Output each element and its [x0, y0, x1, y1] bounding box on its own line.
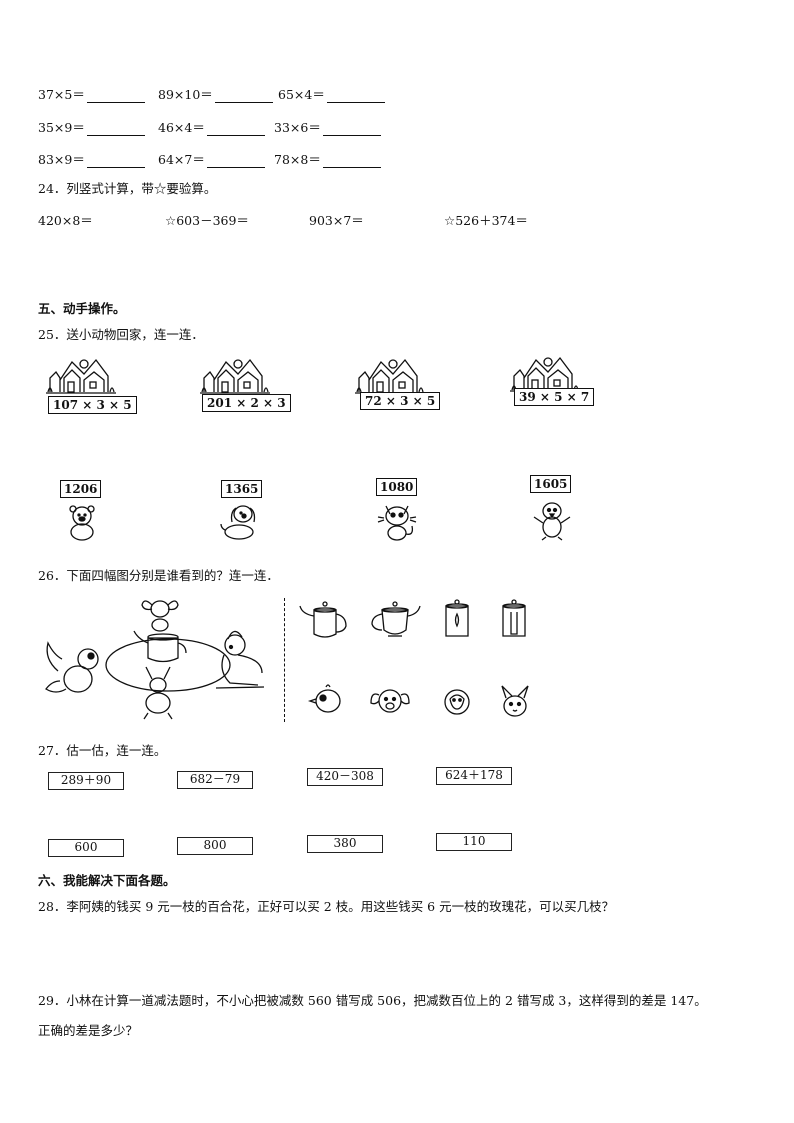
chick-icon[interactable] [307, 683, 344, 717]
animal-card[interactable]: 1080 [372, 476, 422, 548]
table-scene-illustration [45, 600, 265, 720]
estimate-expression[interactable]: 624＋178 [436, 767, 512, 785]
house[interactable]: 39 × 5 × 7 [510, 350, 595, 420]
estimate-value[interactable]: 600 [48, 839, 124, 857]
house-icon [355, 358, 425, 394]
oral-calc-item: 78×8＝ [274, 149, 381, 168]
teapot-spout-left-icon[interactable] [298, 598, 352, 642]
cat-icon [377, 505, 417, 541]
q29-line-1: 29．小林在计算一道减法题时，不小心把被减数 560 错写成 506，把减数百位… [38, 993, 707, 1008]
expression: 35×9＝ [38, 120, 85, 135]
penguin-icon [533, 502, 571, 541]
oral-calc-item: 89×10＝ [158, 84, 273, 103]
teapot-side-icon[interactable] [497, 598, 531, 642]
expression: 37×5＝ [38, 87, 85, 102]
q24-item: 420×8＝ [38, 213, 93, 228]
answer-blank[interactable] [86, 156, 145, 168]
monkey-icon[interactable] [440, 685, 474, 719]
animal-number: 1206 [60, 480, 102, 498]
q26-scene [38, 593, 278, 721]
oral-calc-item: 65×4＝ [278, 84, 385, 103]
q26-title: 26．下面四幅图分别是谁看到的？连一连． [38, 568, 279, 583]
estimate-value[interactable]: 110 [436, 833, 512, 851]
q24-item: ☆526＋374＝ [444, 213, 528, 228]
q24-item: 903×7＝ [309, 213, 364, 228]
house-expression: 107 × 3 × 5 [48, 396, 137, 414]
estimate-expression[interactable]: 420－308 [307, 768, 383, 786]
rabbit-icon[interactable] [498, 684, 532, 720]
teapot-spout-right-icon[interactable] [368, 598, 422, 642]
house-expression: 201 × 2 × 3 [202, 394, 291, 412]
animal-number: 1605 [530, 475, 572, 493]
answer-blank[interactable] [86, 124, 145, 136]
bear-icon [69, 505, 95, 541]
puppy-icon[interactable] [370, 683, 410, 719]
oral-calc-item: 35×9＝ [38, 117, 145, 136]
divider-line [284, 598, 286, 722]
house-expression: 39 × 5 × 7 [514, 388, 595, 406]
q28-text: 28．李阿姨的钱买 9 元一枝的百合花，正好可以买 2 枝。用这些钱买 6 元一… [38, 899, 615, 914]
house-expression: 72 × 3 × 5 [360, 392, 441, 410]
animal-card[interactable]: 1605 [528, 473, 578, 545]
estimate-value[interactable]: 380 [307, 835, 383, 853]
oral-calc-item: 37×5＝ [38, 84, 145, 103]
animal-number: 1365 [221, 480, 263, 498]
section-five-heading: 五、动手操作。 [38, 301, 126, 316]
oral-calc-item: 64×7＝ [158, 149, 265, 168]
answer-blank[interactable] [322, 156, 381, 168]
answer-blank[interactable] [206, 124, 265, 136]
house[interactable]: 201 × 2 × 3 [200, 352, 291, 422]
estimate-expression[interactable]: 289＋90 [48, 772, 124, 790]
expression: 83×9＝ [38, 152, 85, 167]
answer-blank[interactable] [214, 91, 273, 103]
dog-icon [220, 505, 256, 540]
animal-number: 1080 [376, 478, 418, 496]
expression: 33×6＝ [274, 120, 321, 135]
animal-card[interactable]: 1365 [215, 478, 265, 548]
answer-blank[interactable] [86, 91, 145, 103]
section-six-heading: 六、我能解决下面各题。 [38, 873, 176, 888]
expression: 65×4＝ [278, 87, 325, 102]
answer-blank[interactable] [206, 156, 265, 168]
q24-title: 24．列竖式计算，带☆要验算。 [38, 181, 217, 196]
animal-card[interactable]: 1206 [58, 478, 108, 548]
q27-title: 27．估一估，连一连。 [38, 743, 167, 758]
answer-blank[interactable] [322, 124, 381, 136]
house-icon [200, 358, 270, 394]
house[interactable]: 107 × 3 × 5 [46, 352, 137, 422]
q29-line-2: 正确的差是多少？ [38, 1023, 139, 1038]
estimate-value[interactable]: 800 [177, 837, 253, 855]
house[interactable]: 72 × 3 × 5 [355, 352, 441, 422]
oral-calc-item: 33×6＝ [274, 117, 381, 136]
q24-item: ☆603－369＝ [165, 213, 249, 228]
expression: 46×4＝ [158, 120, 205, 135]
answer-blank[interactable] [326, 91, 385, 103]
expression: 89×10＝ [158, 87, 213, 102]
oral-calc-item: 46×4＝ [158, 117, 265, 136]
house-icon [46, 358, 116, 394]
estimate-expression[interactable]: 682－79 [177, 771, 253, 789]
expression: 78×8＝ [274, 152, 321, 167]
oral-calc-item: 83×9＝ [38, 149, 145, 168]
q25-title: 25．送小动物回家，连一连． [38, 327, 204, 342]
expression: 64×7＝ [158, 152, 205, 167]
teapot-back-icon[interactable] [440, 598, 474, 642]
